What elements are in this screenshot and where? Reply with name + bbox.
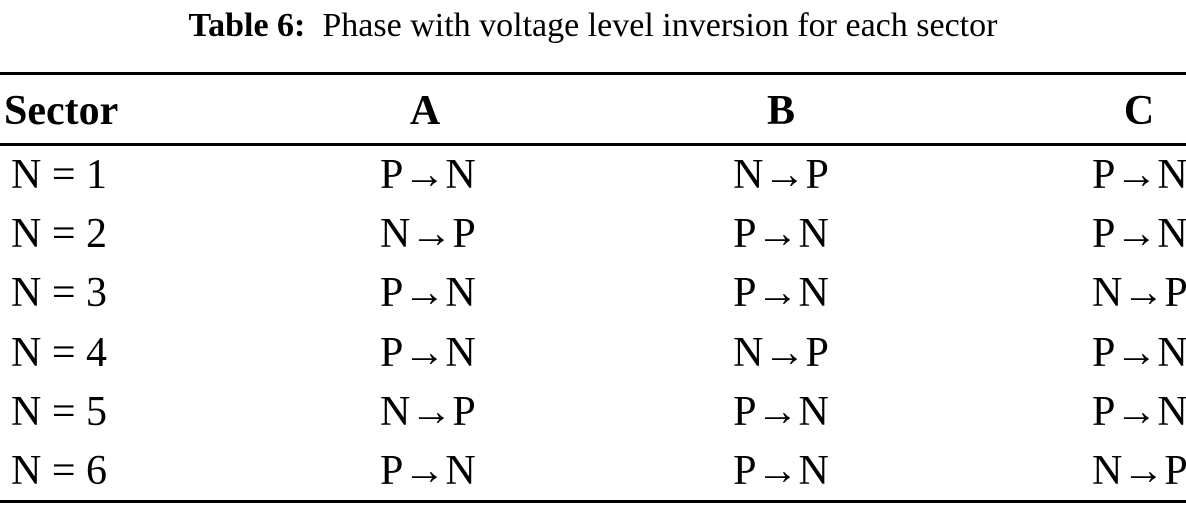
cell-sector: N = 1	[11, 152, 108, 198]
column-header-phase-c: C	[1092, 73, 1186, 146]
cell-sector: N = 4	[11, 329, 108, 376]
cell-phase-c: P→N	[1092, 389, 1186, 436]
table-row: N = 5 N→P P→N P→N	[0, 383, 1186, 443]
cell-phase-c: N→P	[1092, 448, 1186, 494]
table-row: N = 3 P→N P→N N→P	[0, 264, 1186, 324]
cell-sector: N = 3	[11, 270, 108, 317]
cell-phase-a: P→N	[380, 270, 476, 317]
cell-sector: N = 2	[11, 210, 108, 257]
cell-phase-c: P→N	[1092, 152, 1186, 198]
cell-sector: N = 5	[11, 389, 108, 436]
cell-phase-a: N→P	[380, 389, 476, 436]
table-body: N = 1 P→N N→P P→N N = 2 N→P P→N P→N N = …	[0, 145, 1186, 502]
column-header-phase-b: B	[470, 73, 1092, 146]
cell-phase-c: P→N	[1092, 329, 1186, 376]
cell-phase-b: P→N	[733, 210, 829, 257]
table-row: N = 6 P→N P→N N→P	[0, 442, 1186, 502]
table-header: Sector A B C	[0, 73, 1186, 146]
cell-phase-a: P→N	[380, 448, 476, 494]
cell-phase-a: N→P	[380, 210, 476, 257]
header-row: Sector A B C	[0, 73, 1186, 146]
cell-phase-b: P→N	[733, 270, 829, 317]
cell-phase-b: P→N	[733, 448, 829, 494]
table-row: N = 1 P→N N→P P→N	[0, 145, 1186, 205]
cell-phase-b: P→N	[733, 389, 829, 436]
cell-sector: N = 6	[11, 448, 108, 494]
column-header-phase-a: A	[380, 73, 470, 146]
cell-phase-b: N→P	[733, 329, 829, 376]
table-row: N = 4 P→N N→P P→N	[0, 323, 1186, 383]
phase-inversion-table: Sector A B C N = 1 P→N N→P P→N N = 2 N→P…	[0, 72, 1186, 503]
column-header-sector: Sector	[0, 73, 380, 146]
cell-phase-c: P→N	[1092, 210, 1186, 257]
table-caption-text: Phase with voltage level inversion for e…	[322, 7, 998, 44]
cell-phase-a: P→N	[380, 329, 476, 376]
cell-phase-b: N→P	[733, 152, 829, 198]
table-caption-label: Table 6:	[188, 7, 306, 44]
cell-phase-c: N→P	[1092, 270, 1186, 317]
cell-phase-a: P→N	[380, 152, 476, 198]
table-row: N = 2 N→P P→N P→N	[0, 204, 1186, 264]
table-caption: Table 6: Phase with voltage level inversi…	[0, 0, 1186, 72]
